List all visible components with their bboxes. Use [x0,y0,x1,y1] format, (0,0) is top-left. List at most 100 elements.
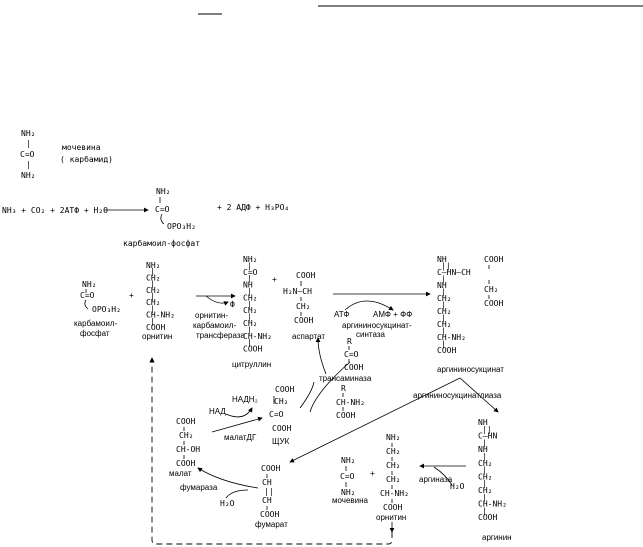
enzyme-ass-1: аргининосукцинат- [342,321,412,330]
svg-text:( карбамид): ( карбамид) [60,154,113,164]
water-1: H₂O [220,499,235,508]
lyase-label: аргининосукцинатлиаза [413,391,502,400]
citrulline: NH₂|C=O|NH|CH₂|CH₂|CH₂|CH-NH₂|COOH [243,255,272,354]
svg-text:||: || [264,487,274,496]
formula-fragment: CH₂ [478,459,492,468]
formula-fragment: | [482,493,487,502]
svg-text:C=O: C=O [155,205,170,214]
malate-label: малат [169,469,192,478]
svg-text:OPO₃H₂: OPO₃H₂ [92,305,121,314]
formula-fragment: | [247,313,252,322]
fumarase-label: фумараза [180,483,218,492]
formula-fragment: CH₂ [243,306,257,315]
svg-text:COOH: COOH [383,503,402,512]
plus-sign: + [129,291,134,300]
svg-text:COOH: COOH [294,316,313,325]
formula-fragment: || [482,425,492,434]
svg-text:трансфераза: трансфераза [196,331,245,340]
formula-fragment: CH₂ [243,319,257,328]
formula-fragment: | [441,314,446,323]
svg-text:COOH: COOH [260,510,279,519]
svg-text:COOH: COOH [261,464,280,473]
formula-fragment: | [150,280,155,289]
enzyme-ass-2: синтаза [356,330,385,339]
formula-fragment: | [150,317,155,326]
svg-text:NH₂: NH₂ [21,171,35,180]
formula-fragment: COOH [478,513,497,522]
argininosuccinate-side: COOH CH₂ COOH [484,255,503,308]
formula-fragment: CH₂ [146,298,160,307]
formula-fragment: || [441,262,451,271]
formula-fragment: | [482,479,487,488]
formula-fragment: COOH [437,346,456,355]
formula-fragment: | [482,452,487,461]
urea-label: мочевина [332,496,369,505]
svg-text:NH₂: NH₂ [21,129,35,138]
ornithine-product-label: орнитин [376,513,406,522]
aspartate: COOH H₂N–CH CH₂ COOH аспартат [283,271,325,341]
svg-text:NH₂: NH₂ [156,187,170,196]
svg-text:COOH: COOH [176,459,195,468]
formula-fragment: CH₂ [478,486,492,495]
arginase-label: аргиназа [419,475,453,484]
arginine-label: аргинин [482,533,512,542]
cycle-carbamoyl-phosphate: NH₂ C=O OPO₃H₂ карбамоил- фосфат [74,280,121,338]
formula-fragment: | [150,304,155,313]
svg-text:COOH: COOH [484,255,503,264]
formula-fragment: | [150,292,155,301]
amino-acid: R CH-NH₂ COOH [336,384,365,420]
svg-text:|: | [26,160,31,169]
svg-text:CH₂: CH₂ [386,461,400,470]
svg-text:мочевина: мочевина [62,143,101,152]
formula-fragment: CH-NH₂ [243,332,272,341]
fumarate-label: фумарат [255,520,288,529]
svg-text:карбамоил-: карбамоил- [74,319,118,328]
argininosuccinate-label: аргининосукцинат [437,365,504,374]
formula-fragment: CH₂ [437,320,451,329]
transaminase-label: трансаминаза [319,374,372,383]
svg-text:NH₃ + CO₂ + 2АТФ + H₂O: NH₃ + CO₂ + 2АТФ + H₂O [2,206,108,215]
formula-fragment: NH [478,418,488,427]
svg-text:C=O: C=O [269,410,284,419]
urea-definition: NH₂ | C=O | NH₂ мочевина ( карбамид) [20,129,113,180]
formula-fragment: | [441,327,446,336]
carbamoyl-phosphate-reaction: NH₃ + CO₂ + 2АТФ + H₂O NH₂ C=O OPO₃H₂ + … [2,187,289,248]
arginine: NH||C—HN|NH|CH₂|CH₂|CH₂|CH-NH₂|COOH [478,418,507,522]
svg-text:CH: CH [262,478,272,487]
svg-text:карбамоил-: карбамоил- [193,321,237,330]
nad-label: НАД [209,407,226,416]
svg-text:карбамоил-фосфат: карбамоил-фосфат [123,238,200,248]
svg-text:CH₂: CH₂ [386,475,400,484]
amp-ppi-label: АМФ + ФФ [373,310,412,319]
formula-fragment: CH₂ [146,286,160,295]
formula-fragment: | [441,340,446,349]
formula-fragment: C=O [243,268,258,277]
svg-text:NH₂: NH₂ [341,488,355,497]
plus-sign-3: + [370,469,375,478]
malate: COOH CH₂ CH-OH COOH [176,417,200,468]
plus-sign-2: + [272,275,277,284]
formula-fragment: | [247,338,252,347]
phosphate-release: Ф [230,300,235,309]
formula-fragment: NH [437,255,447,264]
svg-text:COOH: COOH [336,411,355,420]
formula-fragment: NH₂ [243,255,257,264]
svg-text:CH-NH₂: CH-NH₂ [336,398,365,407]
svg-text:COOH: COOH [275,385,294,394]
formula-fragment: NH [478,445,488,454]
water-2: H₂O [450,482,465,491]
svg-text:C=O: C=O [20,150,35,159]
formula-fragment: | [150,267,155,276]
formula-fragment: | [482,438,487,447]
formula-fragment: | [247,261,252,270]
formula-fragment: | [482,466,487,475]
svg-text:COOH: COOH [484,299,503,308]
formula-fragment: COOH [146,323,165,332]
formula-fragment: | [441,288,446,297]
formula-fragment: CH₂ [478,472,492,481]
svg-text:C=O: C=O [80,291,95,300]
oxaloacetate: COOH CH₂ C=O COOH [269,385,294,433]
svg-text:R: R [341,384,346,393]
ornithine-label: орнитин [142,332,172,341]
